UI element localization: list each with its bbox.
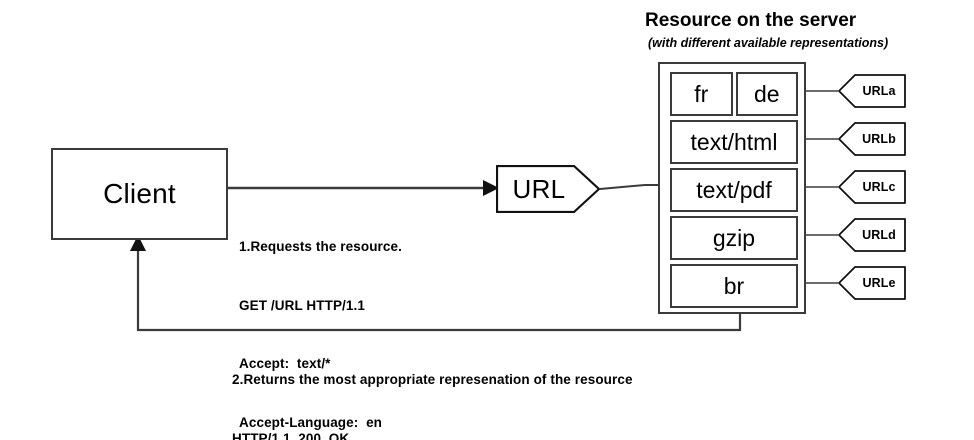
url-pointer-shape: [838, 218, 906, 252]
url-pointer-tag-d: URLd: [838, 218, 906, 252]
representation-box: br: [670, 264, 798, 308]
url-pointer-label: URLb: [862, 132, 896, 146]
url-pointer-shape: [838, 266, 906, 300]
response-message: 2.Returns the most appropriate represena…: [232, 331, 633, 440]
url-pointer-label: URLc: [862, 180, 896, 194]
request-line: Accept-Language: en: [239, 414, 383, 430]
representation-box: de: [735, 72, 798, 116]
server-title: Resource on the server: [645, 10, 857, 31]
url-pointer-shape: [838, 122, 906, 156]
representation-box: text/pdf: [670, 168, 798, 212]
url-tag-shape: [496, 165, 600, 213]
request-message: 1.Requests the resource. GET /URL HTTP/1…: [239, 198, 467, 440]
request-line: GET /URL HTTP/1.1: [239, 297, 365, 313]
server-subtitle: (with different available representation…: [648, 36, 889, 50]
url-pointer-tag-b: URLb: [838, 122, 906, 156]
representation-row: gzip: [670, 216, 798, 260]
representation-row: text/pdf: [670, 168, 798, 212]
url-pointer-tag-a: URLa: [838, 74, 906, 108]
url-tag: URL: [496, 165, 600, 213]
response-line: 2.Returns the most appropriate represena…: [232, 372, 633, 387]
client-label: Client: [103, 178, 176, 209]
representation-box: gzip: [670, 216, 798, 260]
url-pointer-tag-e: URLe: [838, 266, 906, 300]
representation-row: text/html: [670, 120, 798, 164]
representation-box: text/html: [670, 120, 798, 164]
client-box: Client: [51, 148, 228, 240]
representation-row: br: [670, 264, 798, 308]
url-pointer-shape: [838, 170, 906, 204]
response-line: HTTP/1.1 200 OK: [232, 430, 350, 440]
url-pointer-tag-c: URLc: [838, 170, 906, 204]
url-pointer-shape: [838, 74, 906, 108]
server-resource-container: fr de text/html text/pdf gzip br: [658, 62, 806, 314]
representation-row: fr de: [670, 72, 798, 116]
url-tag-label: URL: [512, 173, 566, 204]
url-pointer-label: URLa: [862, 84, 896, 98]
representation-box: fr: [670, 72, 733, 116]
url-pointer-label: URLe: [862, 276, 896, 290]
request-line: 1.Requests the resource.: [239, 239, 402, 254]
request-line: Accept: text/*: [239, 356, 331, 371]
url-pointer-label: URLd: [862, 228, 896, 242]
